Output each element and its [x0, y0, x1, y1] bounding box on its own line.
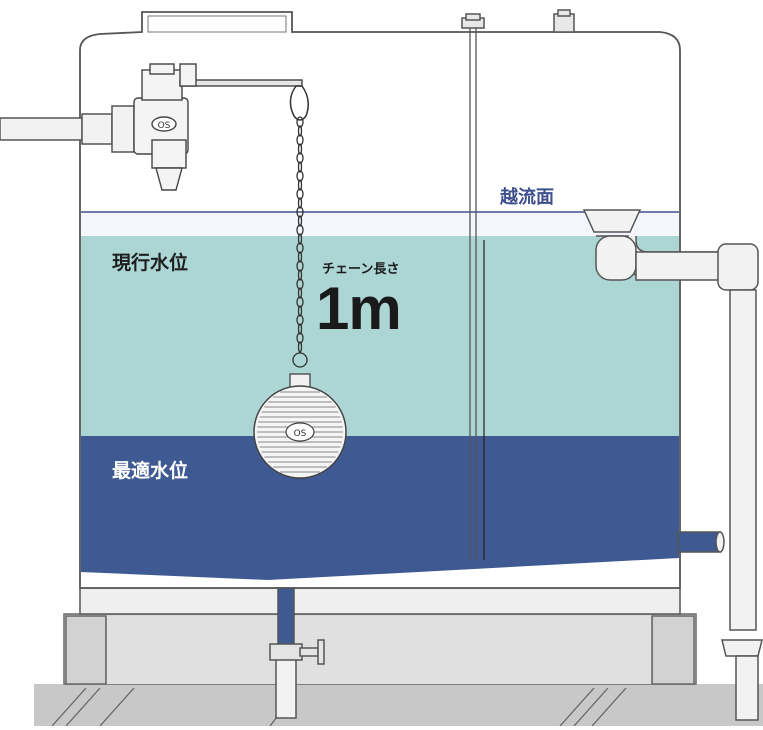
- foundation: [63, 613, 697, 685]
- top-vent-fitting: [461, 9, 575, 33]
- optimal-level-label: 最適水位: [112, 460, 189, 482]
- chain-link: [297, 179, 303, 191]
- chain-link: [296, 134, 304, 146]
- tank-base: [79, 587, 681, 615]
- chain-length-value: 1m: [316, 275, 402, 342]
- chain-link: [297, 323, 303, 335]
- chain-link: [297, 161, 303, 173]
- svg-text:OS: OS: [158, 121, 171, 131]
- ground: [34, 684, 763, 727]
- side-drain-stub: [677, 531, 725, 553]
- float-ball-icon: OS: [253, 373, 347, 479]
- chain-link: [296, 152, 304, 164]
- chain-link: [296, 296, 304, 308]
- chain-link: [296, 116, 304, 128]
- level-tube: [469, 28, 485, 560]
- chain-length-caption: チェーン長さ: [322, 262, 400, 277]
- chain-link: [296, 314, 304, 326]
- chain-link: [297, 143, 303, 155]
- chain-link: [297, 233, 303, 245]
- optimal-water-region: [81, 436, 679, 580]
- chain-link: [296, 188, 304, 200]
- current-level-label: 現行水位: [112, 252, 189, 274]
- svg-text:OS: OS: [294, 429, 307, 439]
- chain-link: [297, 125, 303, 137]
- chain-link: [297, 287, 303, 299]
- chain-link: [297, 251, 303, 263]
- chain-link: [297, 197, 303, 209]
- chain-link: [296, 332, 304, 344]
- chain-link: [297, 269, 303, 281]
- chain-link: [296, 278, 304, 290]
- drain-valve-icon: [269, 587, 325, 719]
- chain-icon: [292, 116, 308, 368]
- chain-link: [297, 341, 303, 353]
- ball-tap-valve-icon: OS: [133, 63, 303, 191]
- current-water-region: [81, 236, 679, 436]
- chain-hook: [289, 85, 309, 121]
- chain-link: [296, 224, 304, 236]
- chain-link: [296, 170, 304, 182]
- chain-link: [297, 305, 303, 317]
- chain-ring: [292, 352, 308, 368]
- chain-link: [296, 206, 304, 218]
- overflow-pipe-icon: [582, 209, 763, 721]
- chain-link: [296, 242, 304, 254]
- inlet-pipe: [0, 105, 135, 153]
- chain-link: [296, 260, 304, 272]
- chain-link: [297, 215, 303, 227]
- overflow-surface-label: 越流面: [500, 187, 554, 208]
